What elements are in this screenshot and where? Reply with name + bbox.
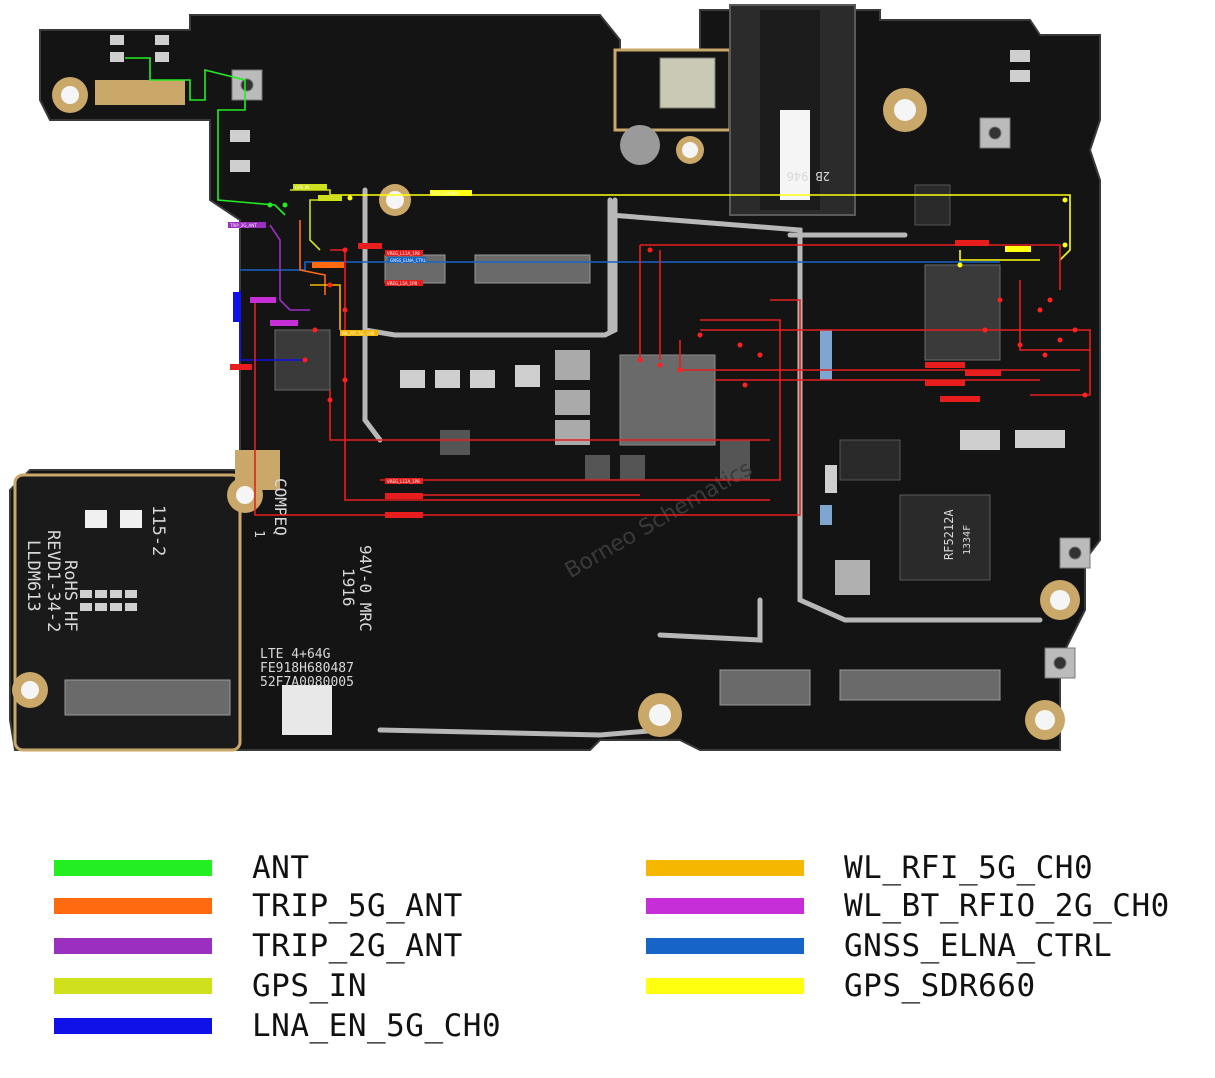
pcb-board-image: 2B 946 RF5212A 1334F [9, 4, 1101, 752]
legend-swatch-gps-sdr660 [646, 978, 804, 994]
legend-swatch-trip-2g-ant [54, 938, 212, 954]
legend-label-trip-2g-ant: TRIP_2G_ANT [252, 928, 463, 964]
smd-components [80, 35, 1065, 611]
net-label-gps-in: GPS_IN [295, 185, 309, 190]
audio-jack: 2B 946 [729, 4, 856, 216]
ul-mark: 94V-0 MRC [356, 545, 375, 632]
year-mark: 1916 [339, 568, 358, 607]
rev-mark: REVD1-34-2 [43, 530, 63, 632]
net-label-vreg-l5a: VREG_L5A_1P8 [387, 281, 418, 286]
legend-swatch-wl-bt-rfio-2g-ch0 [646, 898, 804, 914]
net-traces [125, 57, 1091, 516]
net-labels: GPS_IN GPS_SDR660 TRIP_2G_ANT WL_RFI_5G_… [228, 184, 1031, 518]
rf-chip-sublabel: 1334F [962, 525, 973, 555]
net-label-wl-rfi-5g: WL_RFI_5G_CH0 [342, 331, 375, 336]
legend-label-wl-rfi-5g-ch0: WL_RFI_5G_CH0 [844, 850, 1094, 886]
rohs-mark: RoHS HF [60, 560, 80, 632]
model-mark: LLDM613 [23, 540, 43, 612]
legend-swatch-trip-5g-ant [54, 898, 212, 914]
datamatrix-code [282, 685, 332, 735]
legend-label-wl-bt-rfio-2g-ch0: WL_BT_RFIO_2G_CH0 [844, 888, 1170, 924]
speaker-contact [620, 125, 660, 165]
legend-swatch-ant [54, 860, 212, 876]
comp-suffix-mark: 1 [251, 530, 266, 538]
net-label-gnss-elna: GNSS_ELNA_CTRL [390, 258, 427, 263]
rf-chip-label: RF5212A [942, 509, 956, 560]
chips: RF5212A 1334F [274, 184, 1001, 595]
jack-silkscreen: 2B 946 [787, 169, 830, 183]
legend-swatch-lna-en-5g-ch0 [54, 1018, 212, 1034]
legend-swatch-gnss-elna-ctrl [646, 938, 804, 954]
legend-swatch-wl-rfi-5g-ch0 [646, 860, 804, 876]
serial-mark-1: FE918H680487 [260, 661, 354, 676]
net-label-gps-sdr660: GPS_SDR660 [432, 191, 459, 196]
microphone [659, 57, 716, 109]
legend-label-gps-sdr660: GPS_SDR660 [844, 968, 1036, 1004]
connectors [64, 254, 1001, 716]
legend-label-gps-in: GPS_IN [252, 968, 367, 1004]
legend-label-gnss-elna-ctrl: GNSS_ELNA_CTRL [844, 928, 1113, 964]
net-label-vreg-l11a: VREG_L11A_1P8 [387, 251, 420, 256]
legend-label-ant: ANT [252, 850, 310, 886]
lte-mark: LTE 4+64G [260, 647, 331, 662]
code-115-mark: 115-2 [148, 505, 168, 556]
serial-mark-2: 52F7A0080005 [260, 675, 354, 690]
coax-connectors [231, 69, 1091, 679]
legend-label-lna-en-5g-ch0: LNA_EN_5G_CH0 [252, 1008, 502, 1044]
net-label-vreg-l12a: VREG_L12A_1P8 [387, 479, 420, 484]
shield-lines [362, 187, 1043, 738]
legend-swatch-gps-in [54, 978, 212, 994]
legend: ANT TRIP_5G_ANT TRIP_2G_ANT GPS_IN LNA_E… [0, 840, 1215, 1060]
comp-mark: COMPEQ [271, 478, 290, 536]
legend-label-trip-5g-ant: TRIP_5G_ANT [252, 888, 463, 924]
test-points [267, 195, 1088, 403]
net-label-trip-2g: TRIP_2G_ANT [229, 223, 257, 228]
